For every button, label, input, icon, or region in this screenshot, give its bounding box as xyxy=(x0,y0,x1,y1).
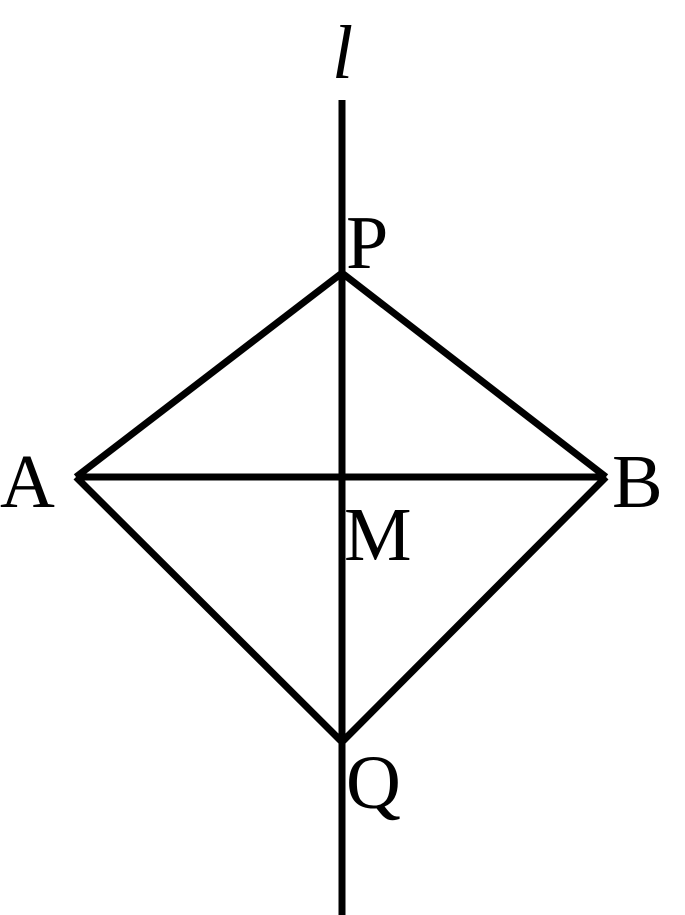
label-line-l: l xyxy=(332,11,353,95)
label-point-m: M xyxy=(344,493,412,577)
segment-ap xyxy=(73,270,345,480)
segment-qa xyxy=(73,474,345,745)
label-point-b: B xyxy=(612,440,663,524)
segment-bq xyxy=(339,474,609,745)
label-point-p: P xyxy=(346,201,388,285)
label-point-a: A xyxy=(0,440,55,524)
label-point-q: Q xyxy=(346,741,401,825)
segment-pb xyxy=(339,270,609,480)
